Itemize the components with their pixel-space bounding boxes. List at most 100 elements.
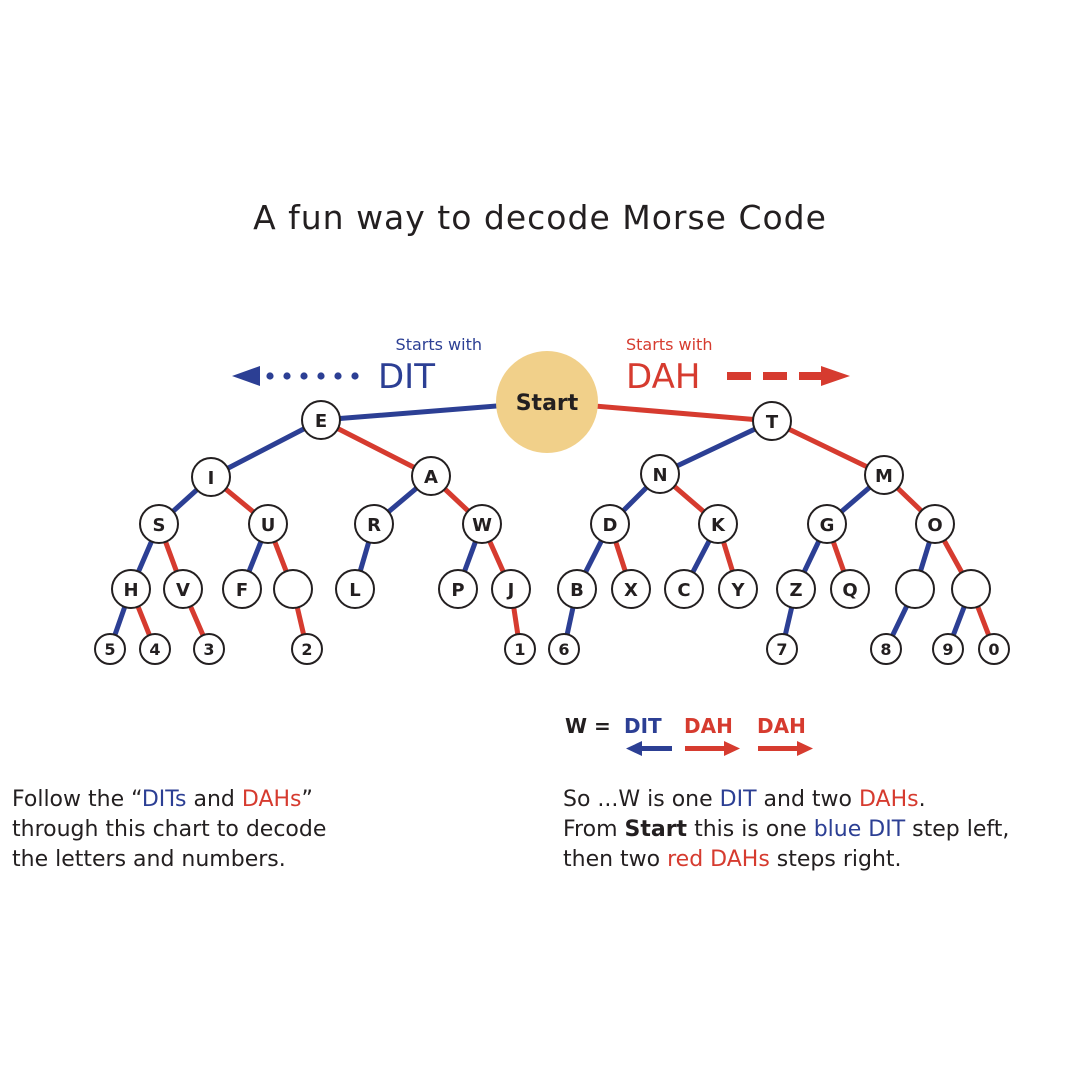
caption-text: . [918, 787, 926, 812]
number-node-1: 1 [504, 633, 536, 665]
letter-node-g: G [807, 504, 847, 544]
node-label: L [349, 580, 360, 601]
start-highlight: Start [624, 817, 688, 842]
node-circle [139, 504, 179, 544]
letter-node-s: S [139, 504, 179, 544]
node-circle [864, 455, 904, 495]
letter-node-d: D [590, 504, 630, 544]
node-circle [94, 633, 126, 665]
node-circle [766, 633, 798, 665]
letter-node-u: U [248, 504, 288, 544]
node-circle [807, 504, 847, 544]
node-label: Y [730, 580, 745, 601]
letter-node-p: P [438, 569, 478, 609]
example-legend: W = DIT DAH DAH [565, 714, 813, 756]
example-prefix: W = [565, 714, 611, 738]
caption-text: then two [563, 847, 668, 872]
node-circle [248, 504, 288, 544]
dah-dash-icon [727, 372, 751, 380]
node-circle [301, 400, 341, 440]
node-label: 6 [558, 640, 569, 659]
dah-starts-with-label: Starts with [626, 335, 712, 354]
node-circle [222, 569, 262, 609]
dah-edge-m [769, 418, 887, 478]
letter-node-f: F [222, 569, 262, 609]
node-label: M [875, 466, 893, 487]
letter-node-j: J [491, 569, 531, 609]
node-label: Q [842, 580, 857, 601]
node-label: V [176, 580, 190, 601]
node-circle [438, 569, 478, 609]
node-label: C [677, 580, 690, 601]
letter-node-q: Q [830, 569, 870, 609]
node-circle [139, 633, 171, 665]
letter-node-t: T [752, 401, 792, 441]
caption-text: ” [301, 787, 313, 812]
node-circle [664, 569, 704, 609]
node-circle [335, 569, 375, 609]
node-label: G [820, 515, 835, 536]
letter-node-c: C [664, 569, 704, 609]
example-step-3-label: DAH [757, 714, 806, 738]
number-node-6: 6 [548, 633, 580, 665]
node-label: A [424, 467, 438, 488]
node-label: D [603, 515, 618, 536]
node-circle [870, 633, 902, 665]
caption-text: Follow the “ [12, 787, 142, 812]
node-label: H [123, 580, 138, 601]
letter-node-b: B [557, 569, 597, 609]
node-circle [776, 569, 816, 609]
dit-dot-icon [351, 372, 359, 380]
node-circle [915, 504, 955, 544]
right-caption-line-3: then two red DAHs steps right. [563, 845, 1078, 875]
empty-node [951, 569, 991, 609]
letter-node-v: V [163, 569, 203, 609]
node-label: 2 [301, 640, 312, 659]
node-label: R [367, 515, 381, 536]
example-dah-arrow-right-icon [685, 741, 740, 756]
dahs-highlight: DAHs [241, 787, 302, 812]
left-caption-line-3: the letters and numbers. [12, 847, 286, 872]
example-step-2-label: DAH [684, 714, 733, 738]
node-circle [491, 569, 531, 609]
node-circle [611, 569, 651, 609]
right-caption: So ...W is one DIT and two DAHs. From St… [563, 785, 1078, 875]
node-label: Z [789, 580, 802, 601]
dit-highlight: DIT [719, 787, 757, 812]
letter-node-a: A [411, 456, 451, 496]
node-circle [163, 569, 203, 609]
letter-node-i: I [191, 457, 231, 497]
letter-node-n: N [640, 454, 680, 494]
node-label: K [711, 515, 726, 536]
node-label: 5 [104, 640, 115, 659]
letter-node-z: Z [776, 569, 816, 609]
letter-node-y: Y [718, 569, 758, 609]
caption-text: So ...W is one [563, 787, 720, 812]
number-node-4: 4 [139, 633, 171, 665]
number-node-0: 0 [978, 633, 1010, 665]
dit-arrow-left-icon [232, 366, 260, 386]
blue-dit-highlight: blue DIT [813, 817, 906, 842]
caption-text: steps right. [769, 847, 902, 872]
node-circle [291, 633, 323, 665]
node-label: F [236, 580, 248, 601]
node-label: 8 [880, 640, 891, 659]
dahs-highlight: DAHs [858, 787, 919, 812]
node-circle [752, 401, 792, 441]
node-label: 9 [942, 640, 953, 659]
node-label: E [315, 411, 327, 432]
caption-text: From [563, 817, 625, 842]
caption-text: and [186, 787, 242, 812]
number-node-5: 5 [94, 633, 126, 665]
dit-starts-with-label: Starts with [396, 335, 482, 354]
node-label: O [927, 515, 942, 536]
letter-node-e: E [301, 400, 341, 440]
node-label: 3 [203, 640, 214, 659]
right-caption-line-2: From Start this is one blue DIT step lef… [563, 815, 1078, 845]
dit-dot-icon [300, 372, 308, 380]
node-label: X [624, 580, 638, 601]
dit-dot-icon [317, 372, 325, 380]
node-label: B [570, 580, 584, 601]
